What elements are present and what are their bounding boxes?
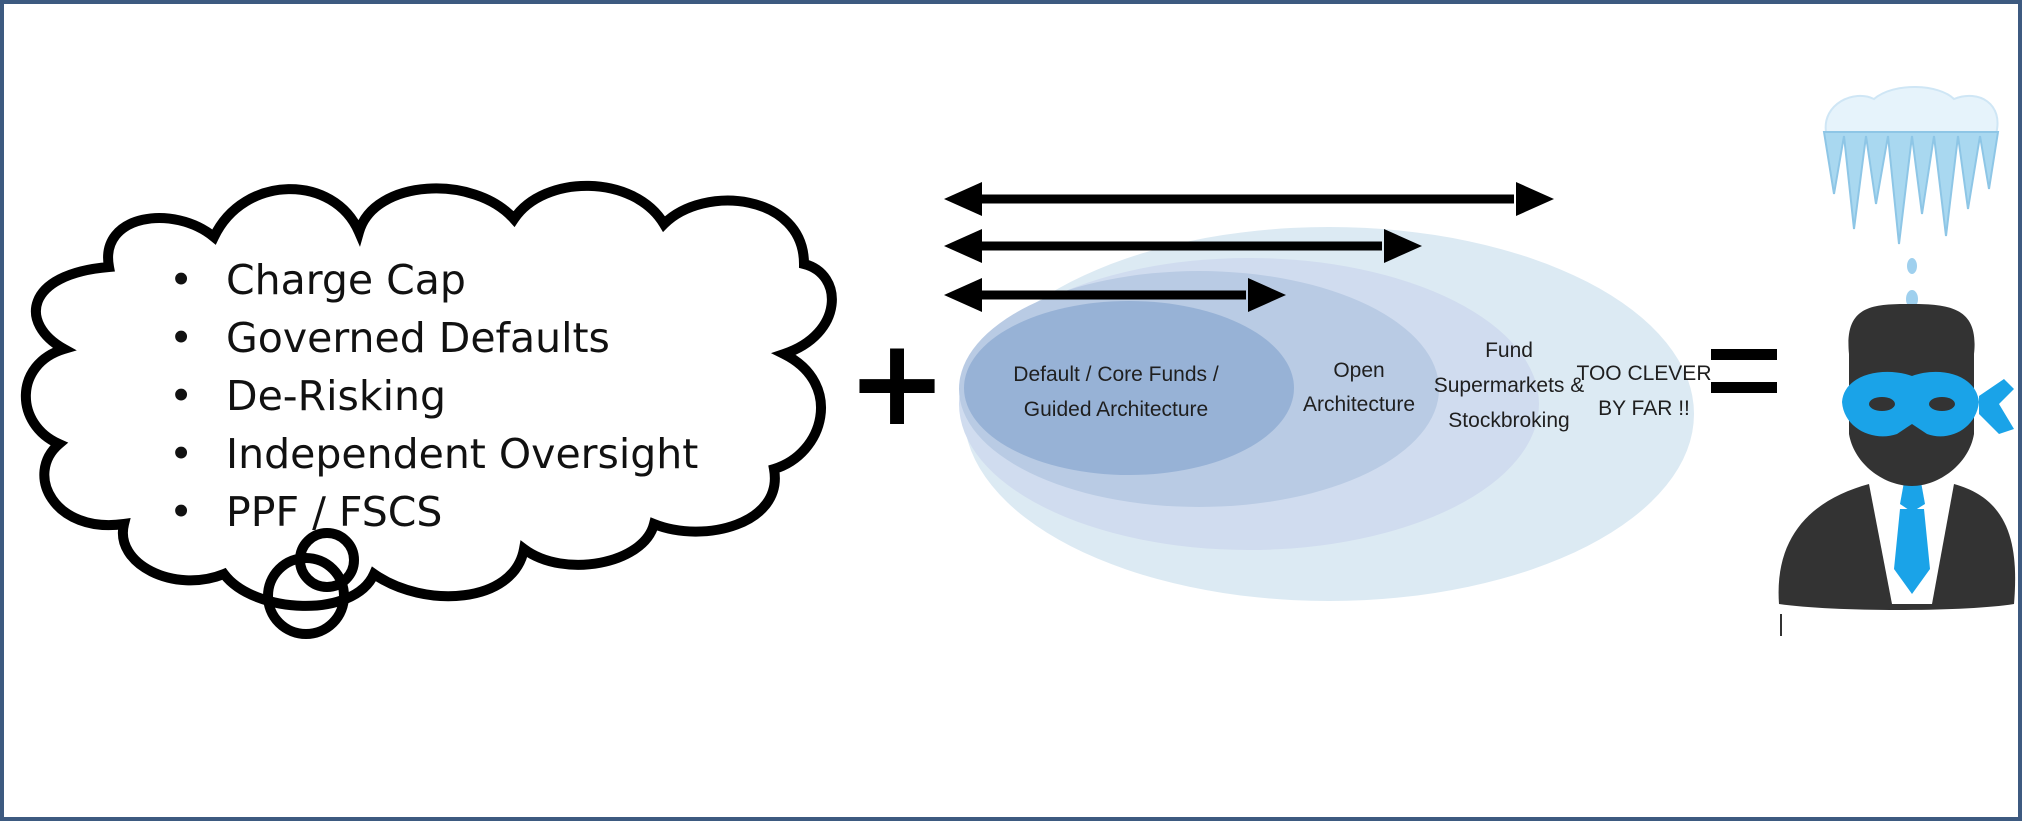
cloud-bullet-dot: • [169,314,193,362]
cloud-bullet-dot: • [169,488,193,536]
scope-arrows [944,182,1554,312]
diagram-canvas: • Charge Cap • Governed Defaults • De-Ri… [20,86,2016,639]
zone-core-label-line2: Guided Architecture [1024,398,1208,421]
equals-sign [1711,349,1777,393]
zone-supermarkets-label-line3: Stockbroking [1448,409,1569,432]
zone-supermarkets-label-line1: Fund [1485,339,1533,362]
zone-open-label-line1: Open [1333,359,1384,382]
cloud-item-de-risking: De-Risking [226,372,446,420]
zone-labels: Default / Core Funds / Guided Architectu… [1013,339,1711,432]
plus-sign: + [847,314,948,453]
zone-core-label-line1: Default / Core Funds / [1013,363,1219,386]
zone-open-label-line2: Architecture [1303,393,1415,416]
zone-supermarkets-label-line2: Supermarkets & [1434,374,1585,397]
cloud-bullet-dot: • [169,430,193,478]
double-arrow-icon [944,182,1554,216]
double-arrow-icon [944,229,1422,263]
cloud-bullet-list: • Charge Cap • Governed Defaults • De-Ri… [169,256,698,536]
zone-core-ellipse [964,301,1294,475]
zone-too-clever-label-line2: BY FAR !! [1598,397,1690,420]
masked-person-icon [1778,304,2016,636]
thought-cloud-icon [20,180,837,639]
cloud-item-ppf-fscs: PPF / FSCS [226,488,442,536]
zone-too-clever-label-line1: TOO CLEVER [1577,362,1712,385]
cloud-item-independent-oversight: Independent Oversight [226,430,698,478]
architecture-zones [959,227,1694,601]
equals-bar-top [1711,349,1777,360]
cloud-bullet-dot: • [169,256,193,304]
equals-bar-bottom [1711,382,1777,393]
cloud-bullet-dot: • [169,372,193,420]
cloud-item-governed-defaults: Governed Defaults [226,314,610,362]
cloud-item-charge-cap: Charge Cap [226,256,466,304]
icicle-icon [1822,86,2000,308]
double-arrow-icon [944,278,1286,312]
